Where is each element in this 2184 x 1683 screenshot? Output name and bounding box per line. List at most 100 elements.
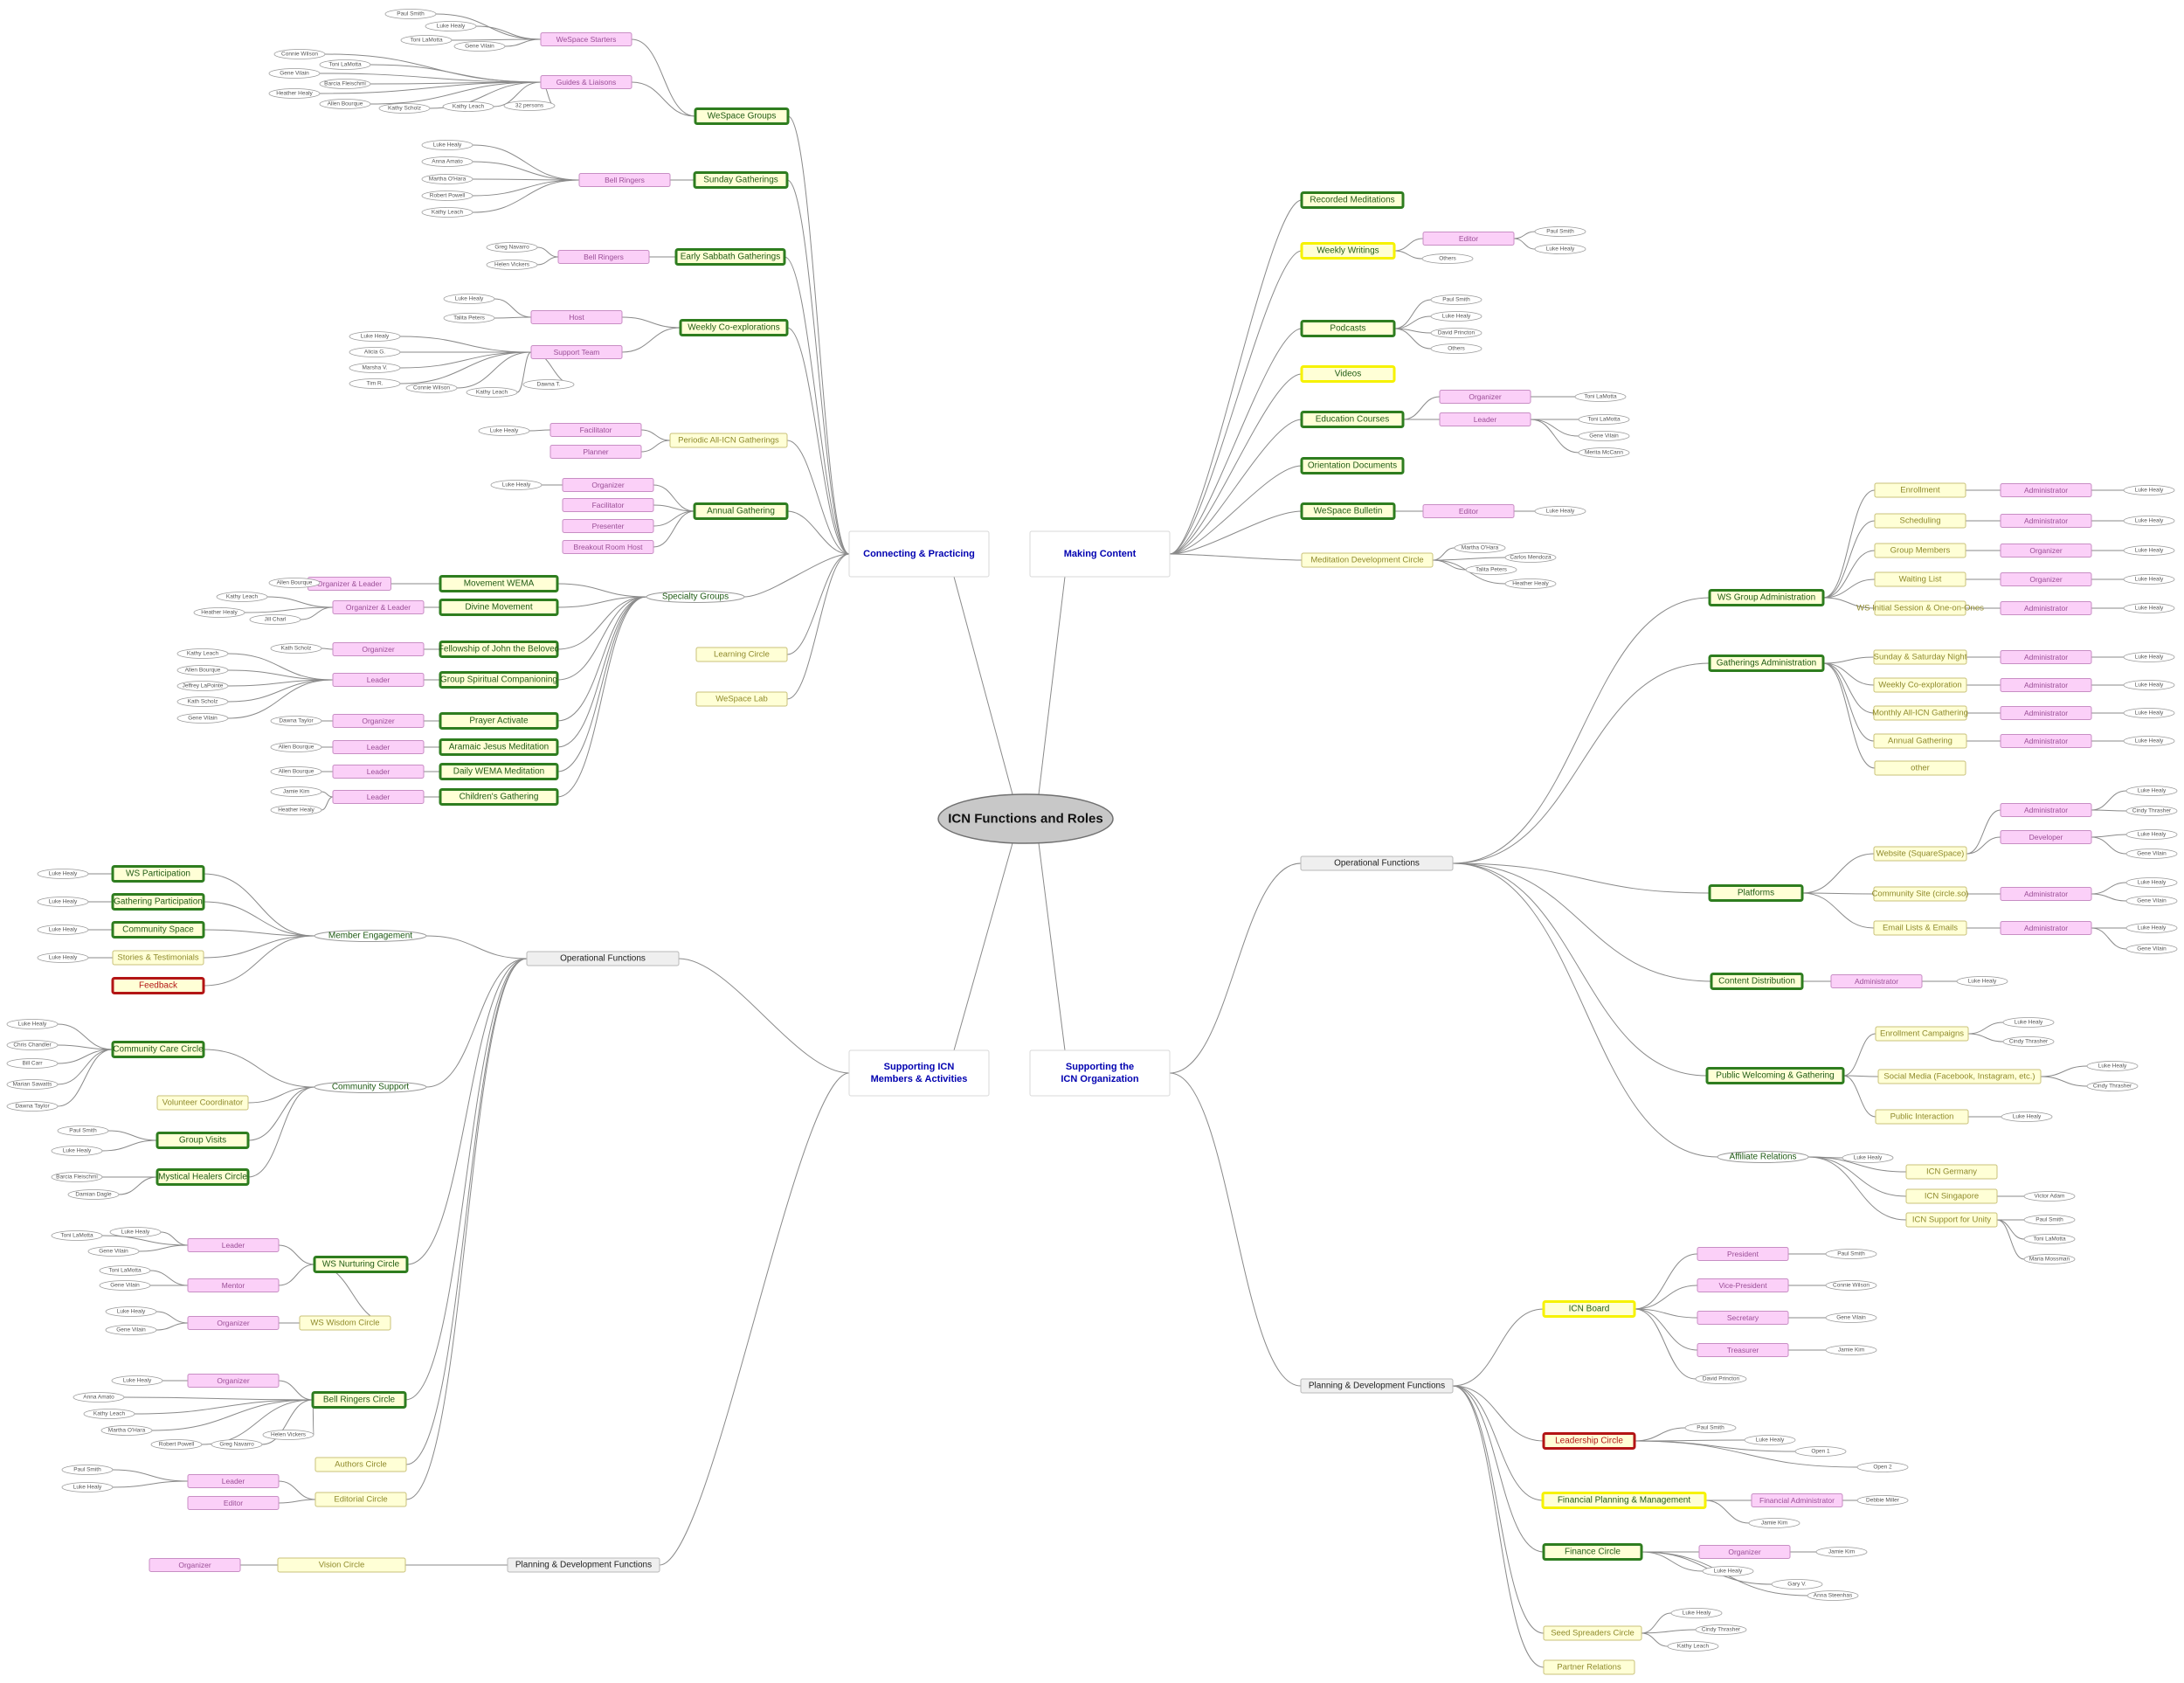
node-wce-h2: Talita Peters (443, 313, 495, 323)
node-pwg-sm-2: Cindy Thrasher (2086, 1081, 2139, 1091)
edge-branch-to-spg (743, 553, 850, 598)
edge-brc-to-brc-5 (261, 1399, 314, 1445)
edge-pdf-r-to-board (1452, 1308, 1545, 1387)
edge-root-to-b-cp (953, 576, 1013, 795)
node-pl-web-dv: Developer (2000, 830, 2092, 844)
node-shape (187, 1238, 280, 1252)
node-label: Luke Healy (1756, 1437, 1785, 1444)
node-label: Paul Smith (1697, 1425, 1724, 1431)
node-shape (453, 41, 506, 52)
edge-of-l-to-edc (405, 958, 528, 1500)
node-shape (2000, 803, 2092, 817)
edge-branch-to-ag (786, 510, 850, 555)
node-shape (1856, 1462, 1909, 1472)
node-label: Administrator (2024, 737, 2068, 745)
edge-board-to-bd-sec (1634, 1308, 1698, 1319)
node-shape (1300, 365, 1396, 383)
node-fpm-fa-p: Debbie Miller (1856, 1495, 1909, 1506)
edge-me-to-me-ws (203, 873, 315, 937)
node-wsn-ld: Leader (187, 1238, 280, 1252)
node-shape (562, 478, 654, 492)
node-label: Orientation Documents (1308, 461, 1397, 471)
edge-paig-fac-to-paig-f1 (529, 429, 551, 432)
node-of-l: Operational Functions (526, 951, 680, 966)
node-label: Luke Healy (49, 899, 78, 905)
node-gl-2: Toni LaMotta (319, 59, 371, 70)
node-shape (2123, 545, 2175, 556)
node-wce-host: Host (530, 310, 623, 324)
edge-gl-to-gl-8 (493, 81, 542, 107)
node-shape (503, 100, 556, 111)
node-ag-o1: Luke Healy (490, 480, 543, 490)
node-root: ICN Functions and Roles (937, 793, 1114, 844)
node-shape (1794, 1446, 1847, 1457)
node-shape (51, 1230, 103, 1241)
node-label: Jamie Kim (1761, 1520, 1787, 1527)
edge-of-l-to-ac (405, 958, 528, 1465)
node-shape (2123, 603, 2175, 613)
node-me-2: Luke Healy (37, 897, 89, 907)
node-fin-org-p: Jamie Kim (1815, 1547, 1868, 1557)
node-pl-com-ad: Administrator (2000, 887, 2092, 901)
edge-brc-to-brc-2 (134, 1399, 314, 1415)
node-gsc-4: Kath Scholz (176, 696, 229, 707)
node-shape (57, 1125, 109, 1136)
node-pwg-sm: Social Media (Facebook, Instagram, etc.) (1877, 1069, 2042, 1084)
node-shape (443, 294, 495, 304)
node-plat: Platforms (1708, 884, 1804, 902)
edge-cs-ccc-to-cs-c1 (57, 1023, 114, 1050)
node-shape (187, 1316, 280, 1330)
node-label: Administrator (2024, 681, 2068, 689)
node-label: Leader (222, 1241, 245, 1250)
node-label: Administrator (2024, 604, 2068, 613)
edge-pl-web-dv-to-pl-web-d1 (2091, 834, 2127, 838)
node-shape (1825, 1345, 1877, 1355)
node-label: Marsha V. (362, 365, 387, 371)
node-shape (848, 1049, 990, 1097)
node-shape (6, 1040, 59, 1050)
node-paig-pl: Planner (549, 445, 642, 459)
node-shape (1697, 1343, 1789, 1357)
node-shape (1708, 884, 1804, 902)
node-fjb: Fellowship of John the Beloved (439, 641, 559, 658)
node-label: David Princton (1438, 330, 1476, 336)
node-wce-s6: Kathy Leach (466, 387, 518, 398)
node-esg-2: Helen Vickers (486, 260, 538, 270)
node-label: Group Members (1890, 546, 1951, 556)
node-wce-s7: Dawna T. (522, 379, 575, 390)
node-shape (100, 1425, 153, 1436)
node-gl-5: Heather Healy (268, 88, 321, 99)
node-label: Paul Smith (1546, 229, 1574, 235)
node-cd-a1: Luke Healy (1956, 976, 2008, 987)
node-cg-r: Leader (332, 790, 425, 804)
node-gl-4: Barcia Fleischmi (319, 79, 371, 89)
node-shape (1542, 1543, 1643, 1561)
node-me-3: Luke Healy (37, 925, 89, 935)
node-label: Greg Navarro (219, 1442, 254, 1448)
edge-fpm-to-fpm-1 (1704, 1499, 1750, 1524)
node-shape (526, 951, 680, 966)
node-shape (1830, 974, 1923, 988)
edge-ag-to-ag-fac (653, 504, 695, 512)
node-label: Victor Adam (2035, 1194, 2065, 1200)
node-shape (2000, 734, 2092, 748)
node-shape (549, 445, 642, 459)
node-label: Heather Healy (278, 807, 314, 814)
node-shape (176, 648, 229, 659)
node-shape (314, 1081, 427, 1093)
node-pod-3: David Princton (1430, 328, 1482, 338)
edge-ssc-to-ssc-2 (1641, 1629, 1697, 1634)
node-label: Organizer (591, 481, 624, 489)
edge-pwg-ec-to-pwg-ec-2 (1967, 1033, 2004, 1042)
node-label: Weekly Co-exploration (1878, 681, 1961, 690)
node-shape (1300, 502, 1396, 520)
edge-gsc-r-to-gsc-5 (227, 679, 334, 719)
node-label: Heather Healy (276, 91, 313, 97)
node-spg: Specialty Groups (646, 591, 745, 603)
node-label: Luke Healy (2013, 1114, 2042, 1120)
node-shape (270, 805, 322, 815)
node-label: Community Site (circle.so) (1872, 890, 1969, 899)
node-shape (486, 260, 538, 270)
node-shape (669, 433, 788, 448)
node-shape (268, 68, 321, 79)
